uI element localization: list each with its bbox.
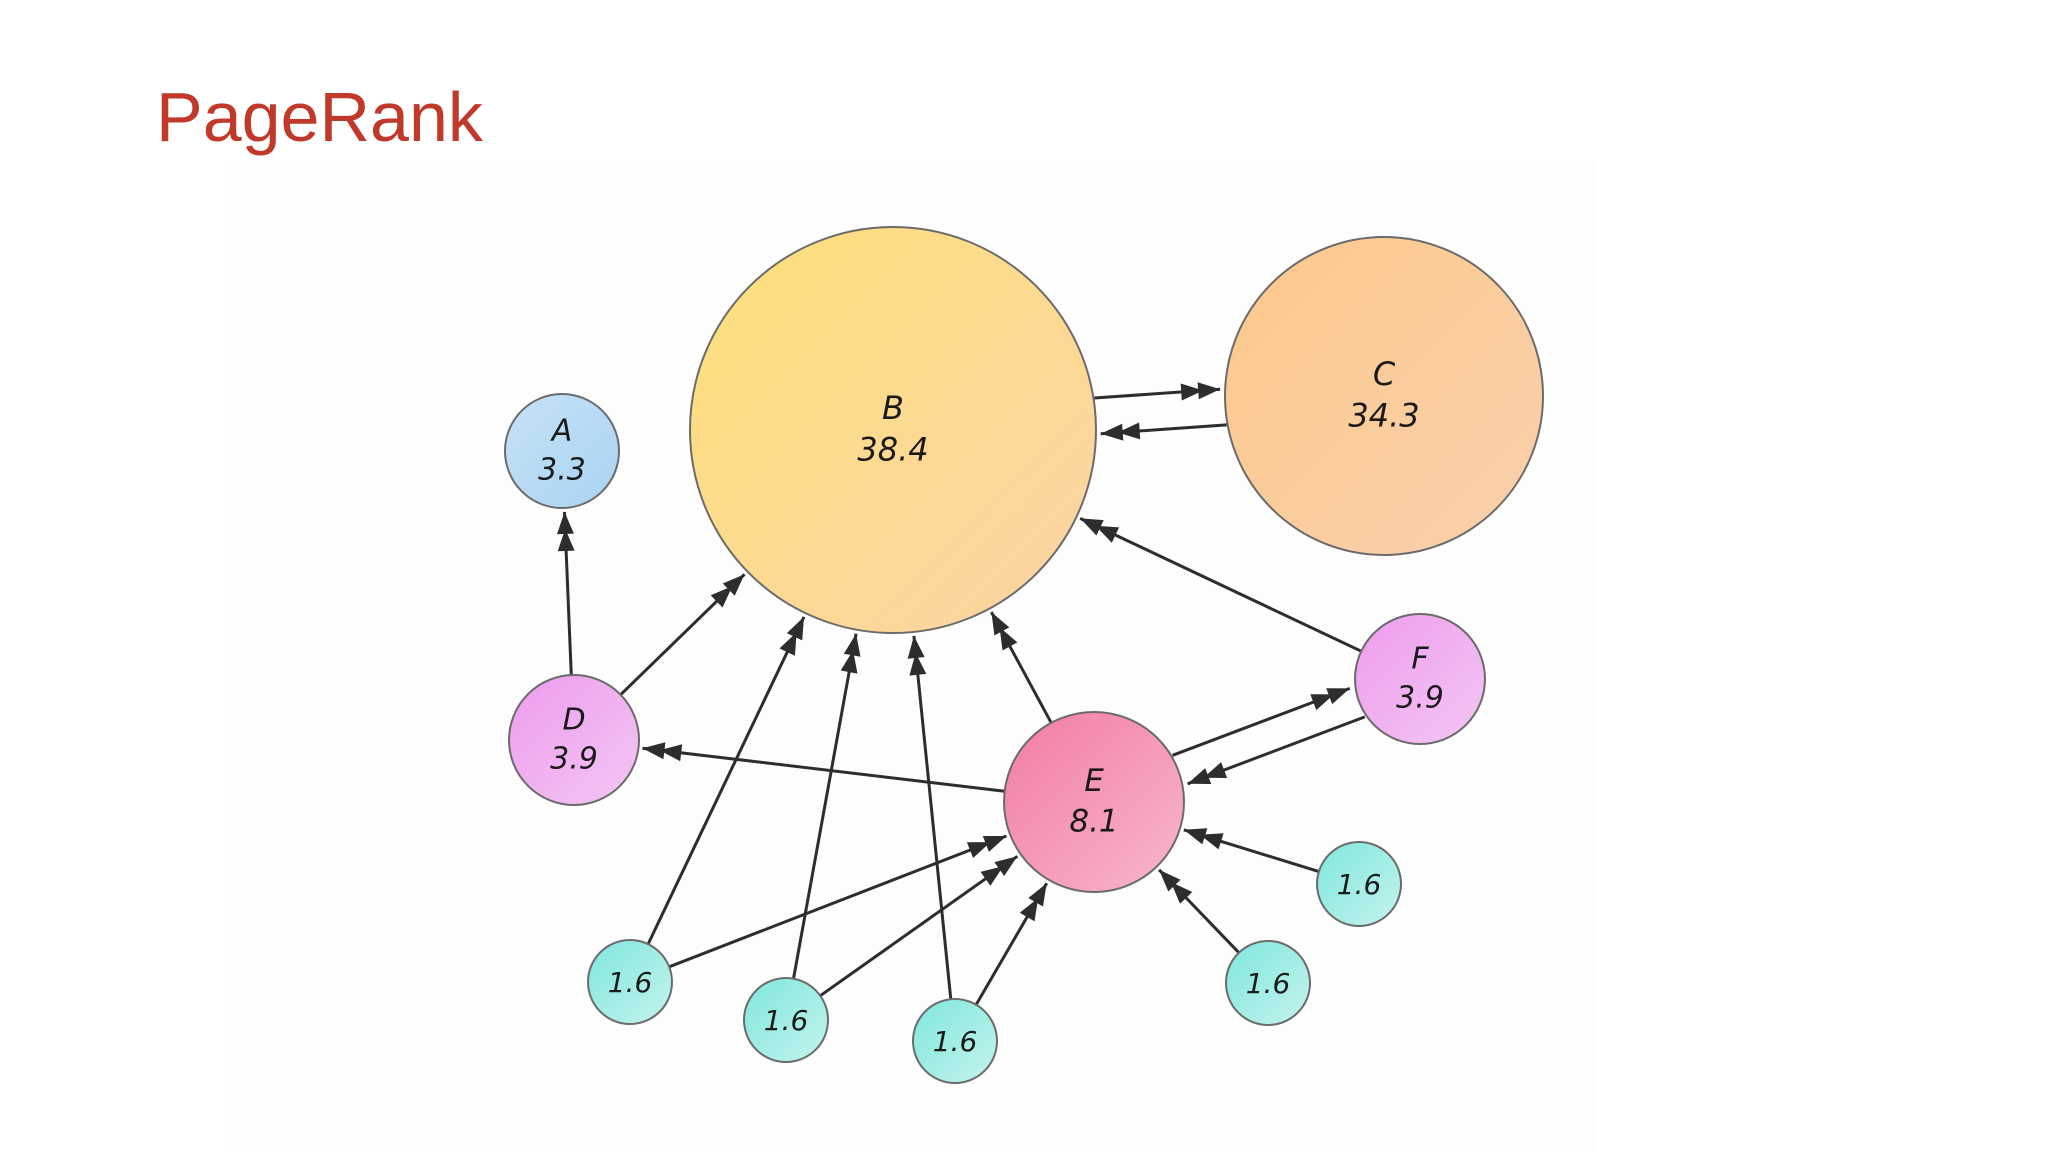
edge-F-to-B: [1079, 517, 1362, 653]
arrowhead: [909, 652, 927, 676]
node-D: D 3.9: [508, 674, 640, 806]
node-score: 1.6: [608, 966, 653, 999]
arrowhead: [843, 633, 861, 657]
arrowhead: [1180, 383, 1204, 401]
edge-E-to-B: [990, 611, 1053, 724]
arrowhead: [1200, 833, 1224, 850]
arrowhead: [1183, 828, 1208, 845]
node-score: 1.6: [933, 1025, 978, 1058]
arrowhead: [1100, 423, 1124, 441]
node-F: F 3.9: [1354, 613, 1486, 745]
node-B: B38.4: [689, 226, 1097, 634]
node-score: 38.4: [857, 430, 928, 468]
node-A: A 3.3: [504, 393, 620, 509]
arrowhead: [994, 856, 1018, 876]
edge-G1-to-E: [668, 834, 1007, 969]
edge-layer: [557, 382, 1366, 1006]
arrowhead: [659, 744, 683, 762]
edge-E-to-F: [1172, 686, 1351, 757]
node-label: F: [1411, 642, 1429, 677]
arrowhead: [1117, 422, 1141, 440]
edge-G3-to-E: [974, 882, 1048, 1006]
node-circle: [743, 977, 829, 1063]
node-label: B: [882, 389, 904, 427]
node-g4: 1.6: [1316, 841, 1402, 927]
edge-B-to-C: [1094, 382, 1221, 401]
node-g2: 1.6: [743, 977, 829, 1063]
arrowhead: [1197, 382, 1221, 400]
node-circle: [912, 998, 998, 1084]
edge-C-to-B: [1100, 422, 1227, 441]
node-score: 3.9: [550, 742, 598, 777]
arrowhead: [557, 511, 574, 535]
node-circle: [1354, 613, 1486, 745]
node-layer: A 3.3 B38.4 C34.3D 3.9E 8.1 F 3.9 1.6 1.6 1.6 1.6 1.…: [504, 226, 1544, 1084]
arrowhead: [557, 528, 575, 552]
node-label: D: [562, 703, 585, 738]
node-circle: [1003, 711, 1185, 893]
node-g3: 1.6: [912, 998, 998, 1084]
edge-G4-to-E: [1183, 828, 1320, 874]
arrowhead: [1095, 525, 1120, 543]
arrowhead: [991, 612, 1010, 636]
edge-E-to-D: [642, 742, 1005, 793]
edge-D-to-B: [619, 573, 746, 696]
edge-G1-to-B: [646, 616, 806, 945]
arrowhead: [779, 632, 797, 656]
arrowhead: [710, 586, 733, 608]
arrowhead: [1080, 518, 1104, 536]
node-circle: [689, 226, 1097, 634]
arrowhead: [966, 842, 991, 858]
arrowhead: [840, 650, 858, 674]
arrowhead: [1170, 882, 1193, 904]
arrowhead: [907, 635, 925, 659]
node-score: 3.9: [1396, 681, 1444, 716]
node-circle: [1316, 841, 1402, 927]
node-label: E: [1084, 763, 1104, 799]
node-score: 34.3: [1348, 396, 1419, 434]
node-score: 1.6: [1246, 967, 1291, 1000]
node-score: 1.6: [764, 1004, 809, 1037]
node-circle: [504, 393, 620, 509]
edge-F-to-E: [1187, 715, 1366, 786]
arrowhead: [1203, 762, 1228, 778]
arrowhead: [1019, 898, 1039, 922]
arrowhead: [1028, 883, 1047, 907]
edge-G2-to-E: [819, 855, 1019, 997]
node-score: 1.6: [1337, 868, 1382, 901]
node-score: 8.1: [1069, 803, 1118, 839]
node-label: A: [550, 414, 573, 449]
slide-title: PageRank: [156, 78, 483, 156]
arrowhead: [642, 742, 666, 760]
arrowhead: [786, 616, 804, 641]
node-E: E 8.1: [1003, 711, 1185, 893]
arrowhead: [980, 866, 1004, 886]
node-circle: [1225, 940, 1311, 1026]
arrowhead: [1187, 768, 1212, 784]
node-label: C: [1373, 355, 1396, 393]
arrowhead: [1159, 869, 1181, 892]
edge-D-to-A: [557, 511, 575, 676]
arrowhead: [1310, 694, 1334, 711]
node-C: C34.3: [1224, 236, 1544, 556]
node-circle: [508, 674, 640, 806]
arrowhead: [982, 836, 1007, 852]
node-score: 3.3: [538, 453, 586, 488]
arrowhead: [999, 627, 1018, 651]
arrowhead: [722, 574, 745, 596]
node-circle: [1224, 236, 1544, 556]
node-circle: [587, 939, 673, 1025]
node-g5: 1.6: [1225, 940, 1311, 1026]
arrowhead: [1326, 688, 1350, 705]
node-g1: 1.6: [587, 939, 673, 1025]
edge-G2-to-B: [792, 633, 861, 979]
edge-G3-to-B: [907, 635, 953, 1000]
edge-G5-to-E: [1158, 868, 1240, 954]
